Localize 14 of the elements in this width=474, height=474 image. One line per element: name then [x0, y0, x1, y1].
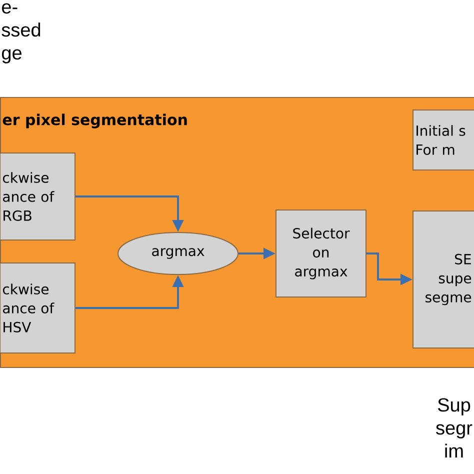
box-text: Selector on argmax	[293, 228, 350, 280]
box-text: ckwise ance of HSV	[2, 284, 54, 332]
process-box	[412, 110, 474, 170]
box-text: SE supe segme	[426, 254, 472, 306]
image-caption: e- ssed ge	[2, 3, 40, 64]
process-box	[0, 152, 76, 240]
process-ellipse	[118, 232, 238, 275]
process-box	[0, 262, 76, 354]
box-text: Initial s For m	[416, 125, 466, 155]
image-caption: Sup segr im	[436, 398, 472, 458]
box-text: ckwise ance of RGB	[2, 172, 54, 221]
process-box	[412, 210, 474, 348]
process-box	[276, 210, 366, 298]
box-text: argmax	[152, 248, 204, 259]
